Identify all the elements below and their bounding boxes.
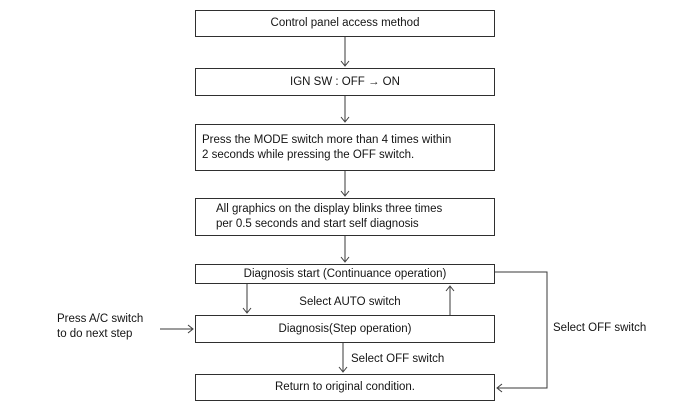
flow-box-return-text: Return to original condition. [275,381,415,393]
arrow-dstep-to-return-head [338,366,348,373]
flow-box-title-text: Control panel access method [270,17,420,29]
label-select-off-switch-mid: Select OFF switch [351,353,445,365]
arrow-dstep-to-dstart-head [445,285,455,292]
arrow-mode-to-blink-head [340,190,350,197]
arrow-blink-to-dstart-head [340,256,350,263]
label-press-ac-switch: Press A/C switch to do next step [57,312,143,342]
arrow-dstart-to-dstep-head [242,307,252,314]
label-select-off-switch-right: Select OFF switch [553,322,647,334]
flow-box-diagnosis-step: Diagnosis(Step operation) [195,315,495,343]
flow-box-return: Return to original condition. [195,374,495,401]
flow-box-display-blink: All graphics on the display blinks three… [195,198,495,236]
flow-box-mode-switch-line2: 2 seconds while pressing the OFF switch. [202,148,415,161]
flow-box-ign-sw-text: IGN SW : OFF → ON [290,75,400,88]
label-press-ac-switch-line1: Press A/C switch [57,313,144,325]
flow-box-mode-switch: Press the MODE switch more than 4 times … [195,124,495,171]
flow-box-diagnosis-step-text: Diagnosis(Step operation) [278,322,412,335]
flow-box-display-blink-line1: All graphics on the display blinks three… [216,203,443,215]
label-select-auto-switch: Select AUTO switch [299,296,401,308]
flow-box-title: Control panel access method [195,10,495,37]
arrow-title-to-ign-head [340,60,350,67]
flow-box-diagnosis-start-text: Diagnosis start (Continuance operation) [243,267,447,280]
flow-box-ign-sw: IGN SW : OFF → ON [195,68,495,96]
arrow-pressac-to-dstep-head [187,324,194,334]
flow-box-display-blink-line2: per 0.5 seconds and start self diagnosis [216,218,419,230]
arrow-feedback-off-head [496,383,503,393]
arrow-ign-to-mode-head [340,116,350,123]
arrow-feedback-off-path [495,271,548,389]
flow-box-diagnosis-start: Diagnosis start (Continuance operation) [195,264,495,284]
flow-box-mode-switch-line1: Press the MODE switch more than 4 times … [202,133,452,146]
label-press-ac-switch-line2: to do next step [57,328,133,340]
